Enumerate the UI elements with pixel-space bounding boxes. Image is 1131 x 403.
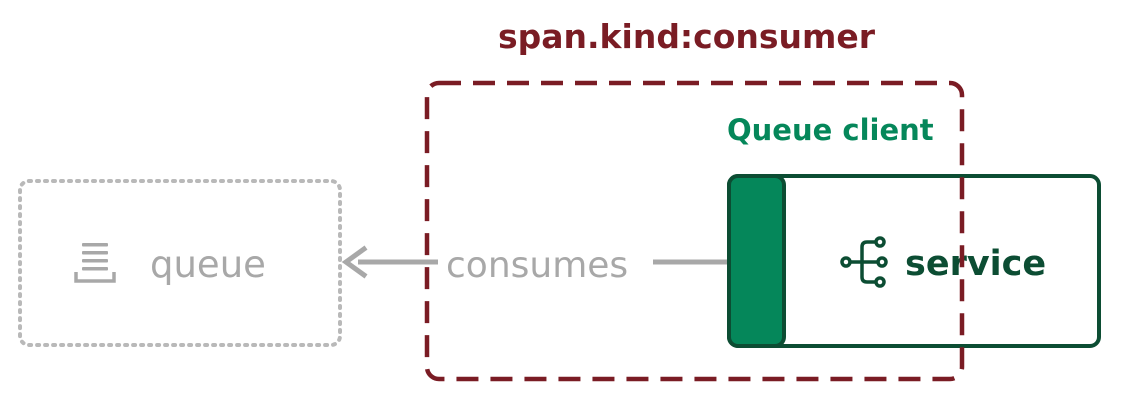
service-label: service xyxy=(905,244,1046,284)
consumes-edge: consumes xyxy=(341,245,730,286)
span-kind-label: span.kind:consumer xyxy=(498,17,876,56)
queue-node: queue xyxy=(18,179,342,347)
list-stack-icon xyxy=(74,243,116,283)
service-node: service xyxy=(727,174,1101,348)
queue-box xyxy=(18,179,342,347)
arrow-left-icon xyxy=(341,245,368,279)
queue-label: queue xyxy=(150,243,266,286)
edge-label: consumes xyxy=(446,245,628,286)
span-kind-boundary xyxy=(424,80,965,382)
queue-client-label: Queue client xyxy=(727,113,934,147)
service-tree-icon xyxy=(840,236,888,288)
service-accent-bar xyxy=(727,174,786,348)
